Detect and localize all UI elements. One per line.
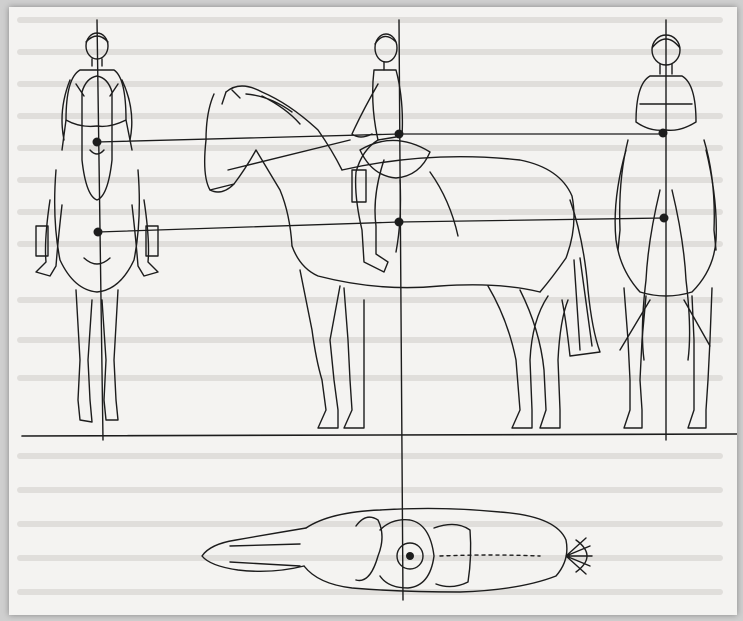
alignment-points: [93, 129, 669, 561]
rear-shoulder-point: [659, 129, 668, 138]
rider-alignment-diagram: [9, 7, 737, 615]
side-view: [205, 20, 600, 600]
side-seat-point: [395, 218, 404, 227]
top-view: [202, 508, 592, 592]
paper-sheet: [9, 7, 737, 615]
front-seat-point: [94, 228, 103, 237]
top-view-center-point: [406, 552, 414, 560]
front-shoulder-point: [93, 138, 102, 147]
side-shoulder-point: [395, 130, 404, 139]
rear-seat-point: [660, 214, 669, 223]
